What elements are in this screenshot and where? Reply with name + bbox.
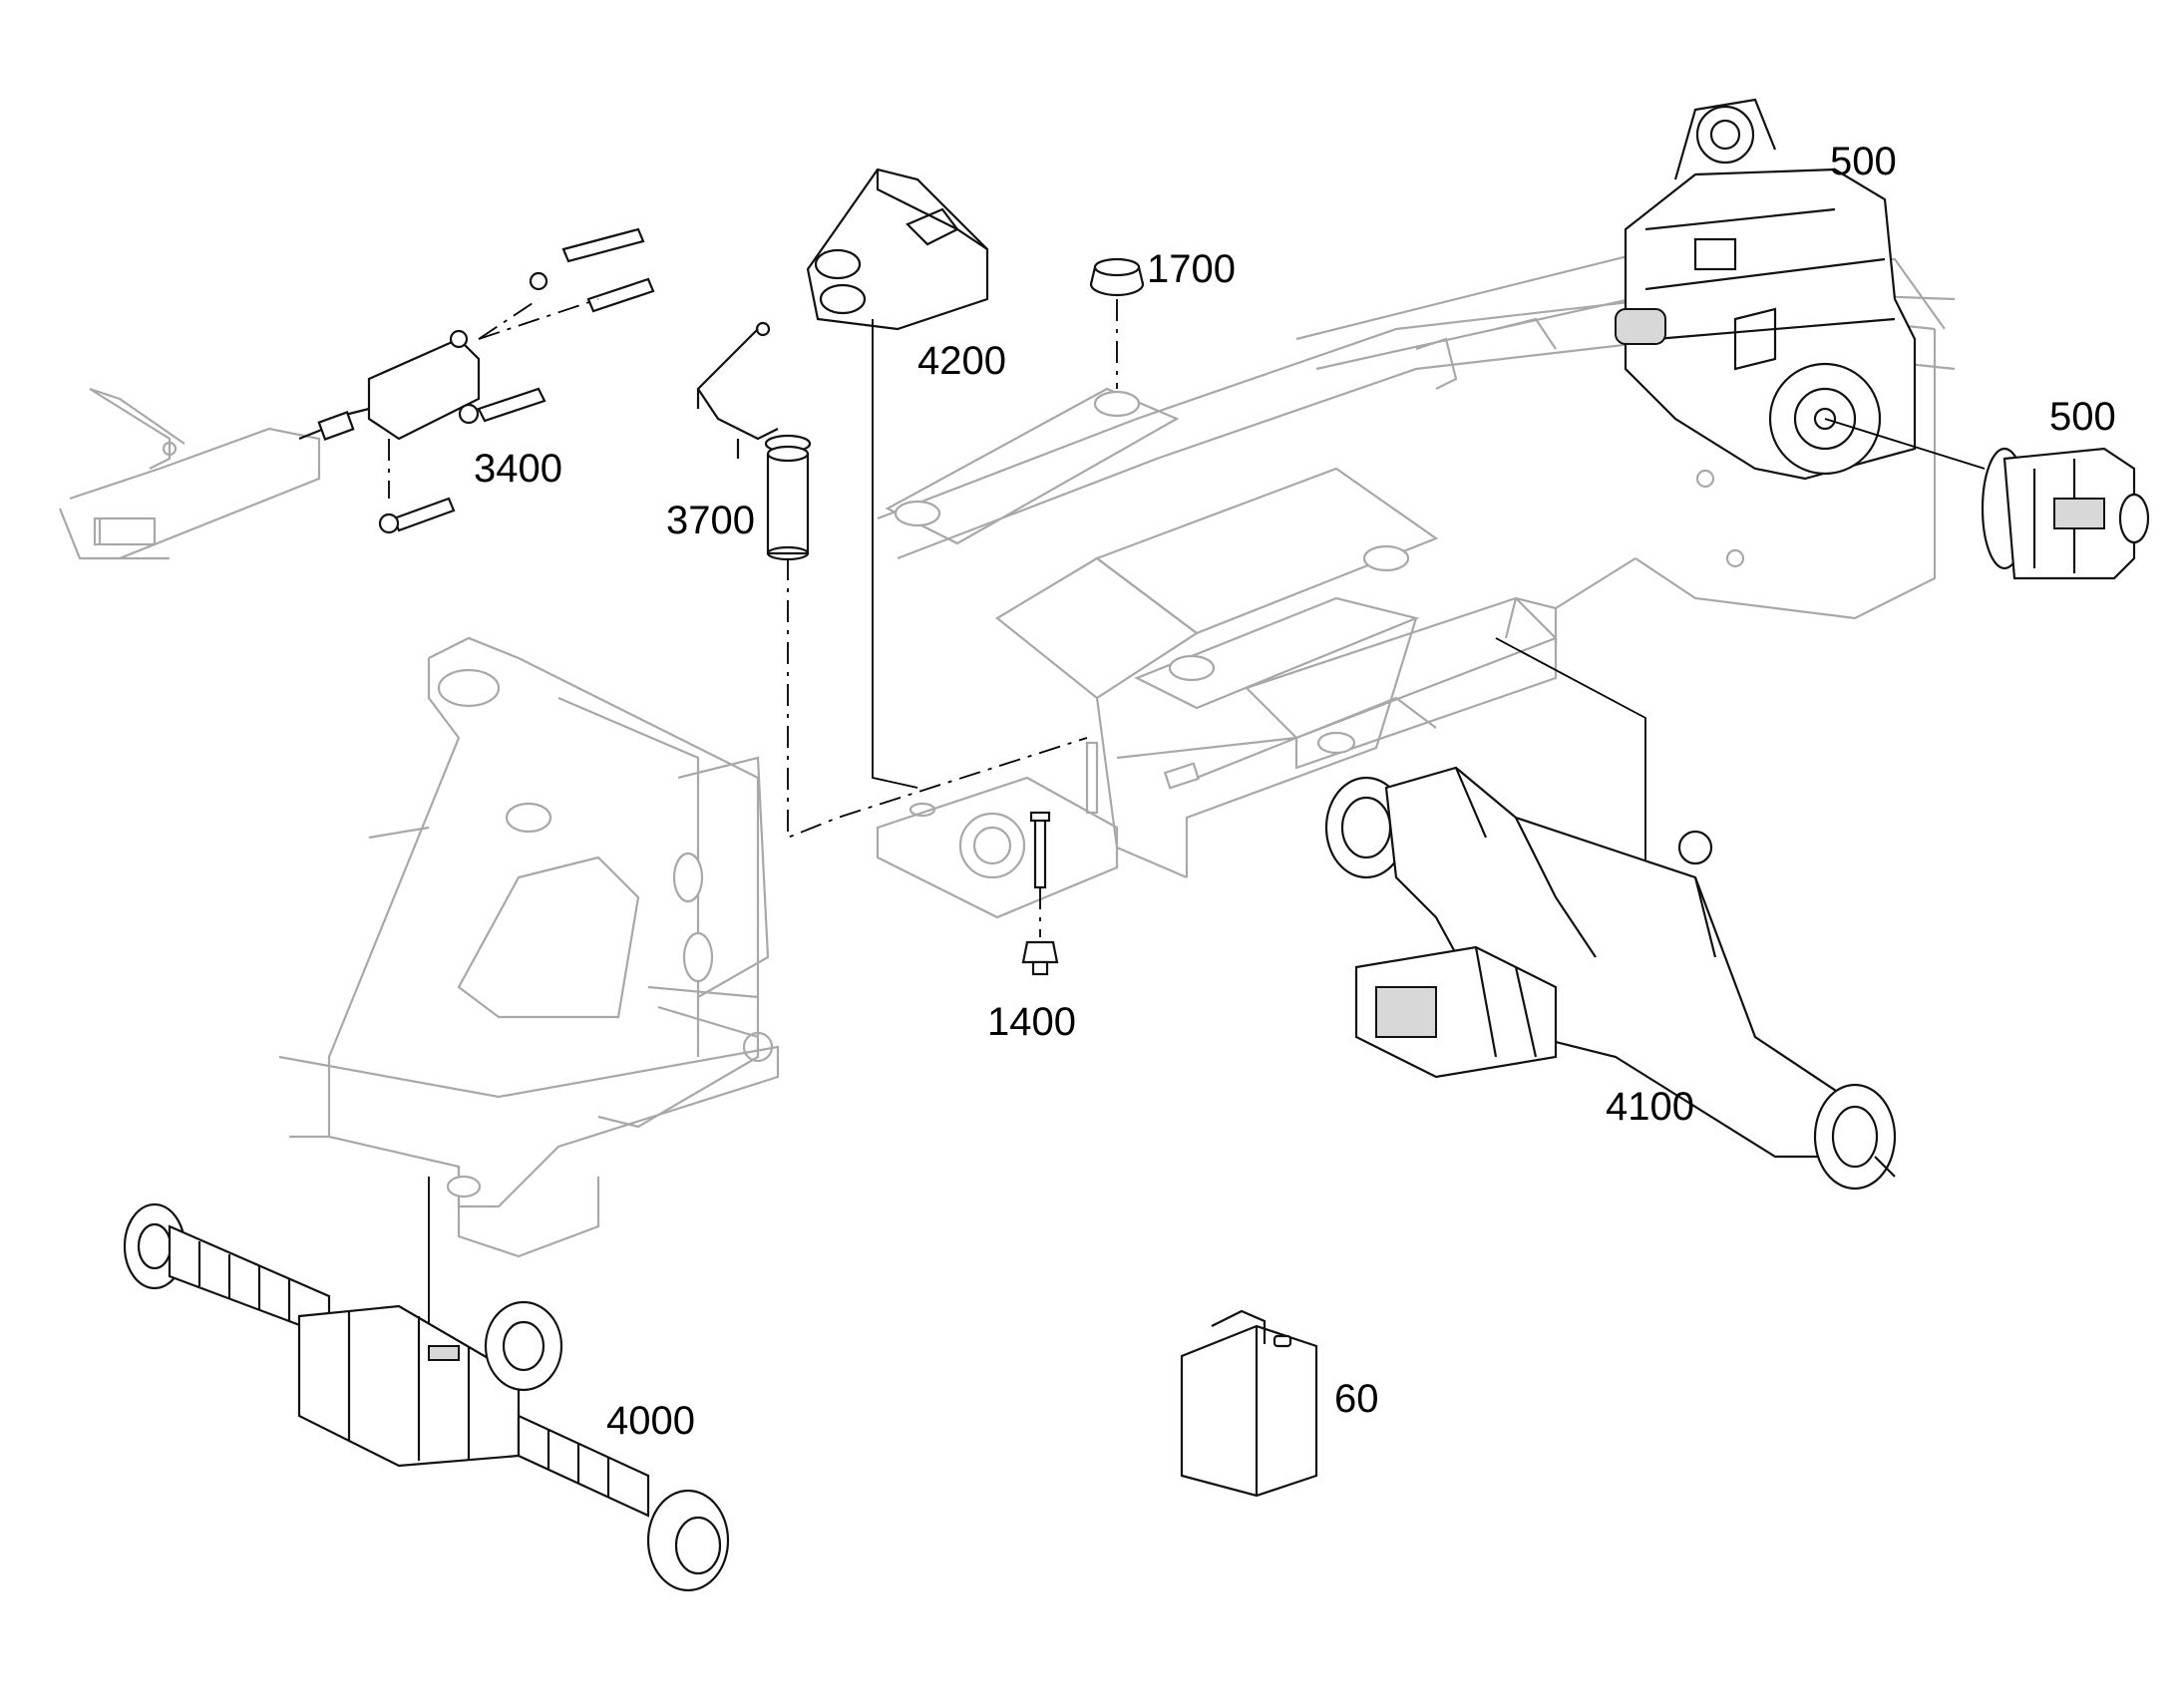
callout-rear-axle-4100: 4100 [1606,1085,1694,1129]
callout-engine-pump: 500 [2049,395,2116,439]
chassis-frame [876,247,1956,919]
front-chassis-frame [278,636,780,1258]
callout-filter-3700: 3700 [666,499,755,542]
callout-engine-top: 500 [1830,140,1897,183]
rear-axle-4100 [1324,637,1897,1191]
canister-60 [1180,1309,1318,1498]
pedal-assembly [58,387,321,560]
mount-1700 [1089,257,1145,389]
hose-valve-3400 [298,227,655,534]
filter-3700 [696,321,1088,840]
bracket-4200 [806,168,989,789]
bolt-1400 [1021,811,1059,976]
hydraulic-pump-500 [1981,447,2150,580]
callout-hose-3400: 3400 [474,447,562,491]
callout-bracket-4200: 4200 [917,339,1006,383]
front-axle-4000 [123,1177,730,1592]
callout-mount-1700: 1700 [1147,247,1236,291]
callout-canister-60: 60 [1334,1377,1379,1421]
callout-bolt-1400: 1400 [987,1000,1076,1044]
callout-front-axle-4000: 4000 [606,1399,695,1443]
engine-500 [1615,98,1986,481]
